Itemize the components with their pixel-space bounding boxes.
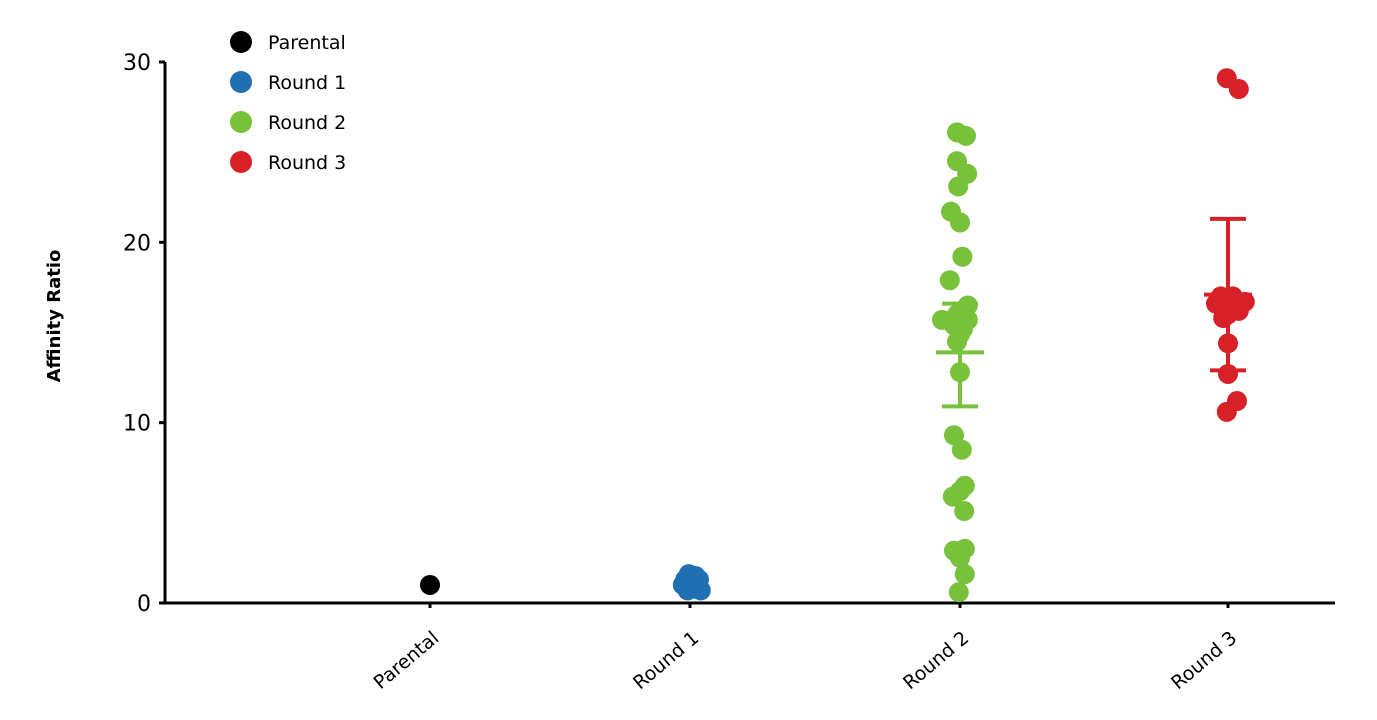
legend-label: Parental [268, 32, 346, 54]
y-tick-label: 30 [123, 51, 151, 76]
axes [163, 62, 1335, 605]
data-point-round-2 [950, 481, 970, 502]
data-point-round-3 [1228, 79, 1249, 100]
legend-marker [230, 151, 252, 173]
data-point-round-3 [1218, 363, 1238, 384]
x-category-label: Parental [370, 627, 444, 694]
data-point-round-2 [951, 439, 972, 460]
x-category-label: Round 1 [629, 627, 703, 694]
data-point-round-3 [1218, 333, 1238, 354]
data-point-round-2 [939, 270, 960, 291]
data-point-round-2 [954, 501, 975, 522]
data-point-round-2 [952, 246, 973, 267]
y-tick-label: 20 [123, 231, 151, 256]
legend-marker [230, 31, 252, 53]
legend-marker [230, 71, 252, 93]
legend-label: Round 2 [268, 112, 346, 134]
x-category-labels: Parental Round 1 Round 2 Round 3 [370, 603, 1241, 694]
legend-label: Round 3 [268, 152, 346, 174]
data-point-round-2 [948, 176, 969, 197]
data-point-parental [420, 574, 440, 595]
data-point-round-2 [947, 331, 967, 352]
data-point-round-3 [1216, 401, 1237, 422]
legend-marker [230, 111, 252, 133]
data-points [420, 68, 1255, 603]
data-point-round-2 [950, 362, 970, 383]
x-category-label: Round 3 [1167, 627, 1241, 694]
error-bars [936, 216, 1252, 409]
data-point-round-3 [1213, 308, 1234, 329]
data-point-round-2 [954, 564, 975, 585]
x-category-label: Round 2 [899, 627, 973, 694]
data-point-round-2 [948, 582, 969, 603]
legend-label: Round 1 [268, 72, 346, 94]
y-tick-label: 0 [137, 592, 151, 617]
y-tick-label: 10 [123, 412, 151, 437]
data-point-round-2 [956, 125, 976, 146]
data-point-round-2 [950, 547, 970, 568]
data-point-round-1 [680, 576, 700, 597]
data-point-round-2 [950, 212, 970, 233]
y-axis-label: Affinity Ratio [44, 250, 65, 383]
y-ticks: 0 10 20 30 [123, 51, 165, 617]
